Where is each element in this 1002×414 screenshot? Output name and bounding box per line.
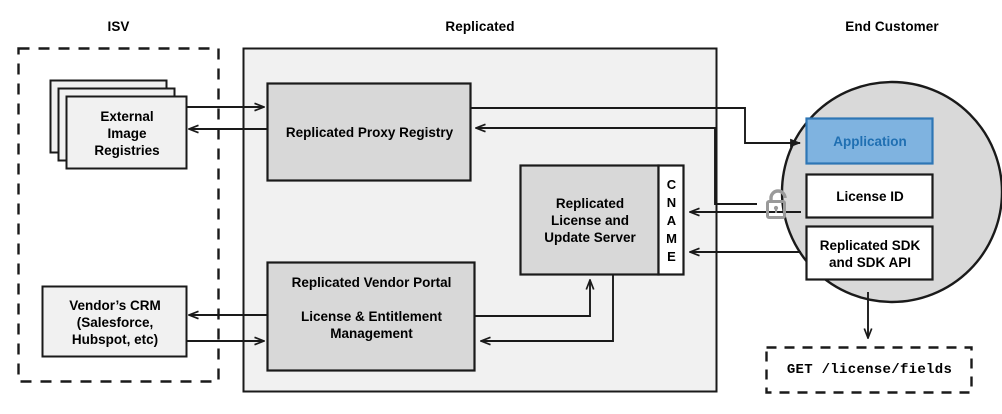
api-request-box: [765, 346, 973, 394]
cname-letter-m: M: [666, 230, 677, 246]
replicated-license-update-server-box: [519, 164, 660, 276]
vendors-crm-box: [41, 285, 188, 358]
application-box: [805, 117, 934, 165]
cname-letter-a: A: [666, 212, 677, 228]
zone-title-end-customer: End Customer: [845, 19, 939, 34]
cname-label: C N A M E: [659, 166, 684, 275]
cname-letter-e: E: [667, 248, 676, 264]
license-id-box: [805, 173, 934, 219]
replicated-proxy-registry-box: [266, 82, 472, 182]
replicated-sdk-box: [805, 225, 934, 281]
cname-letter-n: N: [666, 194, 677, 210]
edge-portal-to-license-server: [474, 280, 590, 317]
edge-license-server-to-portal: [481, 275, 614, 341]
external-image-registries-box: [65, 95, 188, 170]
zone-title-replicated: Replicated: [445, 19, 515, 34]
cname-letter-c: C: [666, 176, 677, 192]
replicated-vendor-portal-box: [266, 261, 476, 372]
edge-proxy-to-application: [470, 107, 800, 143]
zone-isv: [17, 47, 220, 383]
unlock-icon: [766, 189, 787, 219]
cname-strip: [657, 164, 685, 276]
edge-application-to-proxy: [476, 128, 757, 205]
zone-title-isv: ISV: [107, 19, 130, 34]
